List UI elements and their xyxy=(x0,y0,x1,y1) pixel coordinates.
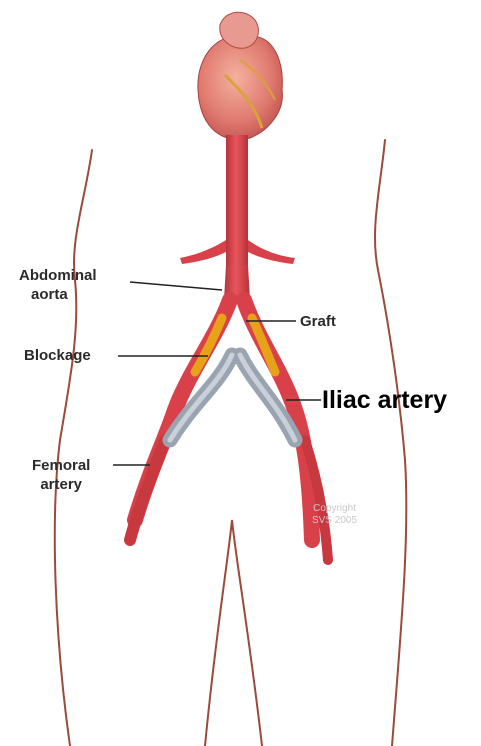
iliac-artery-label: Iliac artery xyxy=(322,386,447,414)
abdominal-aorta-label: Abdominal aorta xyxy=(19,266,97,304)
watermark-line2: SVS 2005 xyxy=(312,515,357,527)
watermark-line1: Copyright xyxy=(312,503,357,515)
femoral-artery-label: Femoral artery xyxy=(32,456,90,494)
femoral-artery-label-line1: Femoral xyxy=(32,456,90,475)
abdominal-aorta-label-line2: aorta xyxy=(19,285,97,304)
abdominal-aorta-label-line1: Abdominal xyxy=(19,266,97,285)
heart xyxy=(198,12,282,139)
graft-label: Graft xyxy=(300,312,336,331)
blockage-label: Blockage xyxy=(24,346,91,365)
femoral-artery-label-line2: artery xyxy=(32,475,90,494)
copyright-watermark: Copyright SVS 2005 xyxy=(312,503,357,527)
